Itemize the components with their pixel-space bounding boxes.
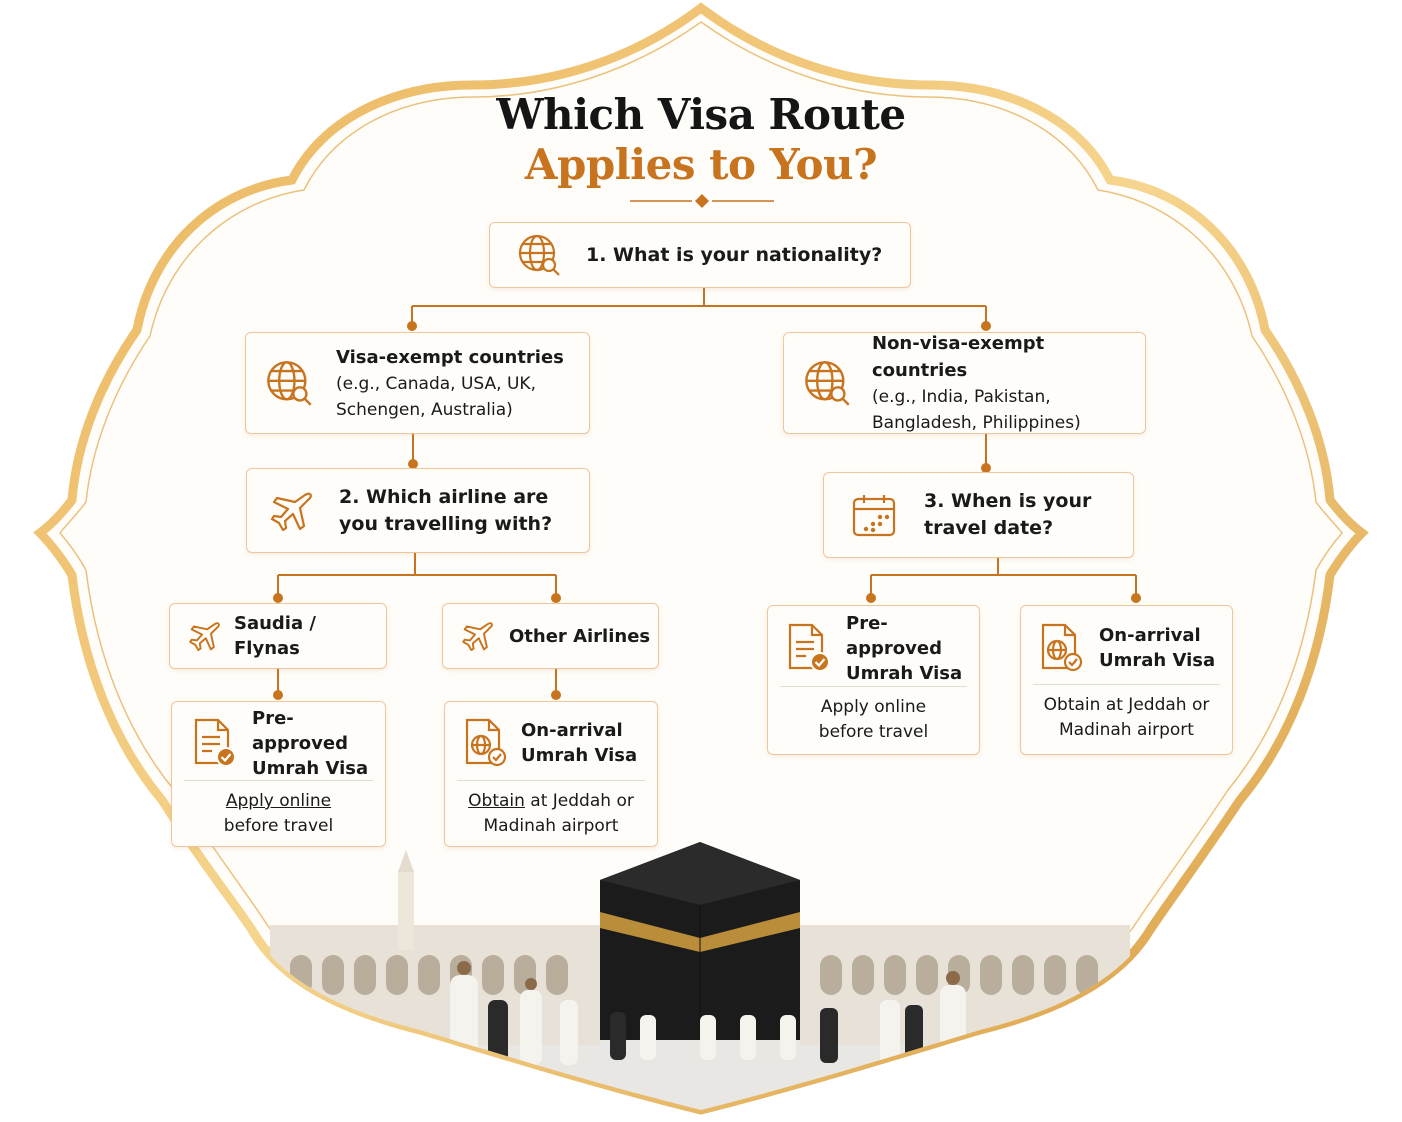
question-travel-date-text-1: 3. When is your [924,490,1092,512]
onarrival-right-desc-1: Obtain at Jeddah or [1043,695,1210,715]
globe-search-icon [267,361,312,406]
preapproved-visa-card: Pre-approved Umrah Visa Apply online bef… [171,701,386,847]
visa-exempt-title: Visa-exempt countries [336,346,564,368]
preapproved-title-1: Pre-approved [252,707,348,754]
visa-exempt-examples-1: (e.g., Canada, USA, UK, [336,373,536,394]
non-visa-exempt-examples-1: (e.g., India, Pakistan, [872,387,1051,407]
question-nationality: 1. What is your nationality? [489,222,911,288]
preapproved-title-2: Umrah Visa [252,757,369,779]
onarrival-visa-card: On-arrival Umrah Visa Obtain at Jeddah o… [444,701,658,847]
document-check-icon [194,718,236,767]
title-line-1: Which Visa Route [496,90,906,139]
preapproved-right-desc-1: Apply online [820,697,927,717]
onarrival-visa-card-right: On-arrival Umrah Visa Obtain at Jeddah o… [1020,605,1233,755]
title-ornament [630,194,774,208]
title-line-2: Applies to You? [524,140,878,189]
question-airline-text-1: 2. Which airline are [339,485,549,508]
onarrival-title-2: Umrah Visa [521,745,638,766]
onarrival-obtain-link[interactable]: Obtain [468,791,525,811]
airplane-icon [189,622,220,652]
preapproved-right-desc-2: before travel [818,722,929,742]
visa-exempt-box: Visa-exempt countries (e.g., Canada, USA… [245,332,590,434]
other-airlines-box: Other Airlines [442,603,659,669]
non-visa-exempt-examples-2: Bangladesh, Philippines) [872,413,1081,433]
non-visa-exempt-box: Non-visa-exempt countries (e.g., India, … [783,332,1146,434]
preapproved-visa-card-right: Pre-approved Umrah Visa Apply online bef… [767,605,980,755]
document-globe-icon [465,718,507,767]
saudia-flynas-box: Saudia / Flynas [169,603,387,669]
connectors [277,288,1137,695]
question-nationality-text: 1. What is your nationality? [586,243,883,266]
non-visa-exempt-title: Non-visa-exempt countries [872,333,1045,381]
onarrival-right-title-2: Umrah Visa [1099,650,1216,671]
preapproved-desc-2: before travel [223,816,334,836]
question-travel-date: 3. When is your travel date? [823,472,1134,558]
other-airlines-label: Other Airlines [509,625,651,647]
preapproved-right-title-1: Pre-approved [846,612,942,659]
visa-exempt-examples-2: Schengen, Australia) [336,399,513,420]
airplane-icon [270,492,312,531]
airplane-icon [462,622,493,652]
preapproved-right-title-2: Umrah Visa [846,662,963,684]
connector-dots [273,321,1141,700]
question-airline: 2. Which airline are you travelling with… [246,468,590,553]
document-globe-icon [1041,623,1083,672]
document-check-icon [788,623,830,672]
saudia-flynas-label: Saudia / Flynas [234,613,316,659]
preapproved-apply-link[interactable]: Apply online [225,791,332,811]
calendar-icon [852,495,896,537]
onarrival-title-1: On-arrival [521,720,623,741]
onarrival-right-desc-2: Madinah airport [1059,720,1194,740]
onarrival-desc-2: Madinah airport [483,816,619,836]
onarrival-desc-1: at Jeddah or [524,791,634,811]
onarrival-right-title-1: On-arrival [1099,625,1201,646]
globe-search-icon [805,361,850,406]
question-travel-date-text-2: travel date? [924,517,1054,539]
question-airline-text-2: you travelling with? [339,512,553,535]
globe-search-icon [518,234,560,276]
